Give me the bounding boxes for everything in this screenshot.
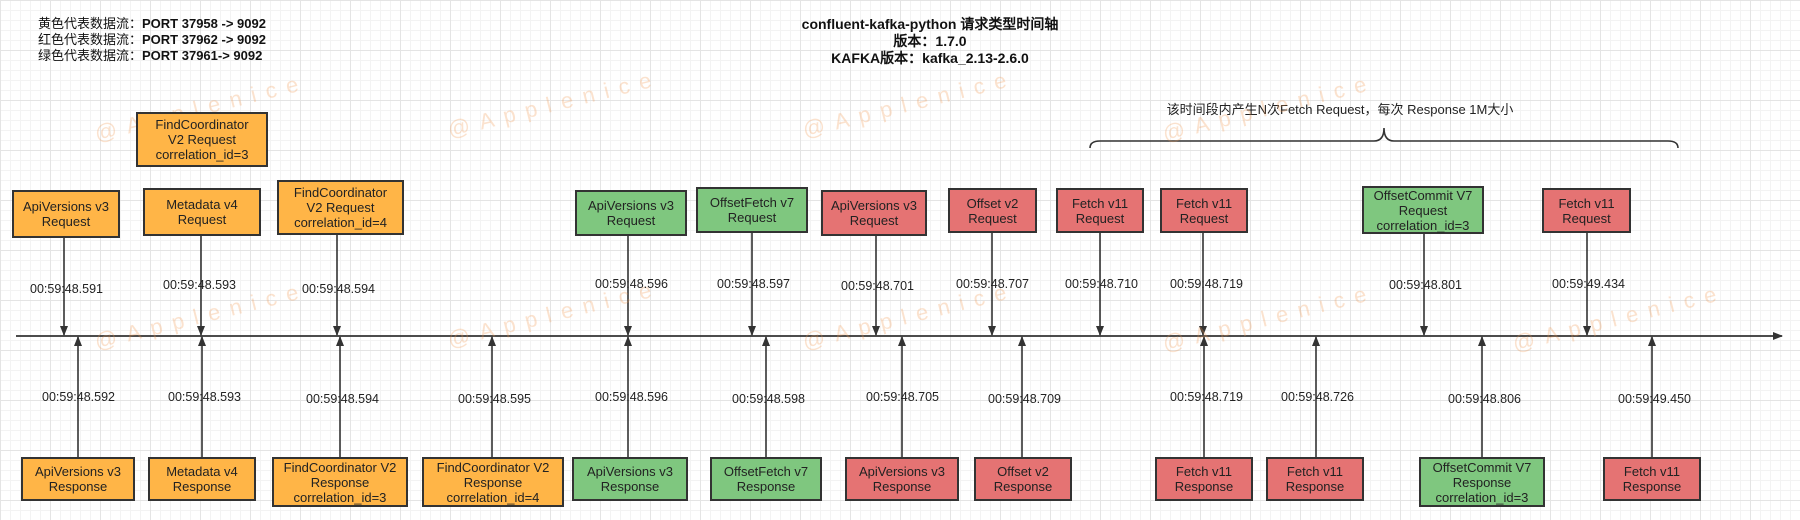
response-box: ApiVersions v3 Response <box>572 457 688 501</box>
request-timestamp: 00:59:48.719 <box>1170 277 1243 291</box>
response-box: ApiVersions v3 Response <box>21 457 135 501</box>
fetch-period-brace <box>1089 127 1679 149</box>
response-timestamp: 00:59:48.709 <box>988 392 1061 406</box>
request-box: Fetch v11 Request <box>1056 188 1144 233</box>
response-box: Offset v2 Response <box>974 457 1072 501</box>
request-timestamp: 00:59:48.594 <box>302 282 375 296</box>
version-line: 版本：1.7.0 <box>893 33 967 49</box>
request-timestamp: 00:59:48.596 <box>595 277 668 291</box>
response-timestamp: 00:59:48.726 <box>1281 390 1354 404</box>
request-box: FindCoordinator V2 Request correlation_i… <box>136 112 268 167</box>
request-box: OffsetFetch v7 Request <box>696 187 808 233</box>
request-timestamp: 00:59:48.707 <box>956 277 1029 291</box>
request-timestamp: 00:59:48.593 <box>163 278 236 292</box>
request-timestamp: 00:59:48.591 <box>30 282 103 296</box>
response-box: Fetch v11 Response <box>1266 457 1364 501</box>
response-box: Fetch v11 Response <box>1155 457 1253 501</box>
legend-green: 绿色代表数据流：PORT 37961-> 9092 <box>38 48 263 63</box>
response-timestamp: 00:59:49.450 <box>1618 392 1691 406</box>
response-timestamp: 00:59:48.592 <box>42 390 115 404</box>
request-box: Metadata v4 Request <box>143 188 261 236</box>
request-timestamp: 00:59:48.701 <box>841 279 914 293</box>
request-box: FindCoordinator V2 Request correlation_i… <box>277 180 404 235</box>
legend-yellow: 黄色代表数据流：PORT 37958 -> 9092 <box>38 16 266 31</box>
request-box: ApiVersions v3 Request <box>12 190 120 238</box>
request-timestamp: 00:59:48.801 <box>1389 278 1462 292</box>
response-box: FindCoordinator V2 Response correlation_… <box>422 457 564 507</box>
request-box: Fetch v11 Request <box>1160 188 1248 233</box>
request-timestamp: 00:59:49.434 <box>1552 277 1625 291</box>
response-box: OffsetFetch v7 Response <box>710 457 822 501</box>
response-timestamp: 00:59:48.705 <box>866 390 939 404</box>
request-box: ApiVersions v3 Request <box>821 190 927 236</box>
response-timestamp: 00:59:48.598 <box>732 392 805 406</box>
request-box: Fetch v11 Request <box>1542 188 1631 233</box>
response-timestamp: 00:59:48.594 <box>306 392 379 406</box>
response-box: FindCoordinator V2 Response correlation_… <box>272 457 408 507</box>
title-line: confluent-kafka-python 请求类型时间轴 <box>801 16 1059 32</box>
request-box: Offset v2 Request <box>948 188 1037 233</box>
request-timestamp: 00:59:48.710 <box>1065 277 1138 291</box>
response-box: Metadata v4 Response <box>148 457 256 501</box>
request-box: ApiVersions v3 Request <box>575 190 687 236</box>
kafka-version-line: KAFKA版本：kafka_2.13-2.6.0 <box>831 50 1029 66</box>
response-timestamp: 00:59:48.806 <box>1448 392 1521 406</box>
response-timestamp: 00:59:48.719 <box>1170 390 1243 404</box>
response-box: Fetch v11 Response <box>1603 457 1701 501</box>
response-timestamp: 00:59:48.595 <box>458 392 531 406</box>
legend-red: 红色代表数据流：PORT 37962 -> 9092 <box>38 32 266 47</box>
request-box: OffsetCommit V7 Request correlation_id=3 <box>1362 186 1484 234</box>
legend: 黄色代表数据流：PORT 37958 -> 9092 红色代表数据流：PORT … <box>38 16 266 64</box>
response-box: ApiVersions v3 Response <box>845 457 959 501</box>
response-box: OffsetCommit V7 Response correlation_id=… <box>1419 457 1545 507</box>
fetch-period-note: 该时间段内产生N次Fetch Request，每次 Response 1M大小 <box>1166 102 1514 117</box>
request-timestamp: 00:59:48.597 <box>717 277 790 291</box>
response-timestamp: 00:59:48.596 <box>595 390 668 404</box>
diagram-title: confluent-kafka-python 请求类型时间轴 版本：1.7.0 … <box>700 16 1160 67</box>
response-timestamp: 00:59:48.593 <box>168 390 241 404</box>
